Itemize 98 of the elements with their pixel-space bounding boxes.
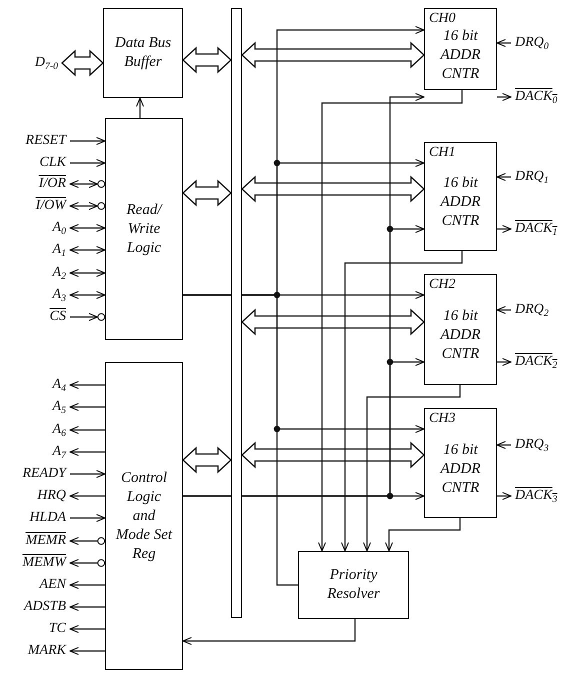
internal-bus-bar	[231, 8, 242, 618]
arrow	[70, 269, 106, 277]
arrow	[70, 403, 105, 411]
arrow	[497, 492, 512, 500]
arrow	[363, 385, 461, 552]
arrow	[70, 137, 106, 145]
signal-label: A$_{0}$	[52, 220, 66, 236]
signal-label: MARK	[28, 643, 66, 659]
bus-arrow	[241, 176, 425, 202]
function-block	[298, 551, 409, 619]
bus-arrow	[182, 446, 232, 474]
signal-label: A$_{5}$	[52, 399, 66, 415]
block-label: Data Bus Buffer	[114, 34, 172, 72]
arrow	[70, 514, 106, 522]
function-block	[105, 118, 183, 340]
signal-label: DRQ$_{2}$	[515, 302, 549, 318]
arrow	[182, 619, 356, 645]
channel-block	[424, 274, 497, 385]
signal-label: A$_{1}$	[52, 242, 66, 258]
block-label: Read/ Write Logic	[126, 200, 164, 258]
signal-label: DACK$_{1}$	[515, 221, 558, 237]
bus-arrow	[182, 46, 232, 74]
signal-label: CS	[50, 309, 66, 325]
block-label: 16 bit ADDR CNTR	[438, 26, 482, 84]
block-label: 16 bit ADDR CNTR	[438, 440, 482, 498]
channel-label: CH0	[429, 10, 456, 27]
block-label: 16 bit ADDR CNTR	[438, 307, 482, 364]
arrow	[496, 306, 511, 314]
arrow	[70, 647, 105, 655]
arrow	[70, 291, 106, 299]
channel-label: CH1	[429, 144, 456, 161]
signal-label: A$_{3}$	[52, 287, 66, 303]
signal-label: I/OW	[36, 198, 66, 214]
arrow	[385, 518, 461, 552]
arrow	[70, 180, 106, 188]
arrow	[341, 251, 463, 552]
arrow	[496, 441, 511, 449]
block-label: 16 bit ADDR CNTR	[438, 174, 482, 231]
channel-label: CH3	[429, 410, 456, 427]
arrow	[318, 90, 463, 552]
signal-label: DACK$_{0}$	[515, 89, 558, 105]
arrow	[136, 98, 144, 118]
signal-label: D$_{7-0}$	[34, 55, 58, 71]
signal-label: A$_{2}$	[52, 265, 66, 281]
arrow	[496, 39, 511, 47]
signal-label: I/OR	[38, 176, 66, 192]
arrow	[70, 224, 106, 232]
arrow	[70, 603, 105, 611]
arrow	[70, 625, 105, 633]
arrow	[183, 492, 424, 500]
function-block	[103, 8, 183, 98]
signal-label: DRQ$_{3}$	[515, 437, 549, 453]
signal-label: CLK	[40, 155, 66, 171]
arrow	[70, 426, 105, 434]
arrow	[497, 225, 512, 233]
signal-label: A$_{7}$	[52, 444, 66, 460]
arrow	[70, 159, 106, 167]
signal-label: RESET	[26, 133, 66, 149]
arrow	[70, 559, 106, 567]
signal-label: AEN	[40, 577, 66, 593]
block-label: Control Logic and Mode Set Reg	[115, 468, 173, 564]
arrow	[70, 313, 106, 321]
arrow	[496, 173, 511, 181]
channel-block	[424, 408, 497, 518]
arrow	[70, 470, 106, 478]
signal-label: HLDA	[29, 510, 66, 526]
arrow	[497, 358, 512, 366]
channel-label: CH2	[429, 276, 456, 293]
channel-block	[424, 8, 497, 90]
arrow	[70, 246, 106, 254]
arrow	[70, 202, 106, 210]
connector-line	[183, 294, 298, 586]
signal-label: TC	[48, 621, 66, 637]
arrow	[70, 581, 105, 589]
signal-label: MEMR	[26, 533, 66, 549]
block-label: Priority Resolver	[326, 566, 381, 604]
bus-arrow	[241, 42, 425, 68]
signal-label: READY	[22, 466, 66, 482]
signal-label: DACK$_{2}$	[515, 354, 558, 370]
arrow	[70, 381, 105, 389]
channel-block	[424, 142, 497, 251]
signal-label: DRQ$_{0}$	[515, 35, 549, 51]
signal-label: DRQ$_{1}$	[515, 169, 549, 185]
arrow	[497, 93, 512, 101]
signal-label: A$_{4}$	[52, 377, 66, 393]
bus-arrow	[182, 180, 232, 206]
arrow	[70, 492, 105, 500]
bus-arrow	[61, 50, 104, 76]
bus-arrow	[241, 308, 425, 336]
arrow	[70, 537, 106, 545]
bus-arrow	[241, 442, 425, 468]
signal-label: MEMW	[22, 555, 66, 571]
arrow	[70, 448, 105, 456]
signal-label: ADSTB	[24, 599, 66, 615]
signal-label: HRQ	[37, 488, 66, 504]
signal-label: DACK$_{3}$	[515, 488, 558, 504]
signal-label: A$_{6}$	[52, 422, 66, 438]
function-block	[105, 362, 183, 670]
